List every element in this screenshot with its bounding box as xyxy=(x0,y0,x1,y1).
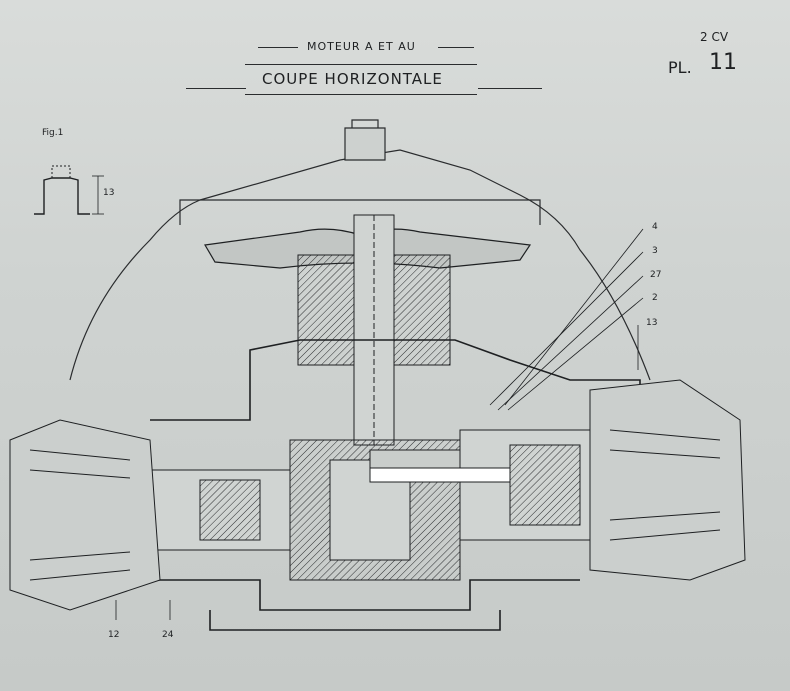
fig1-dimension: 13 xyxy=(103,188,115,198)
callout-12: 12 xyxy=(108,630,120,640)
callout-24: 24 xyxy=(162,630,174,640)
title-rule-left xyxy=(186,88,246,89)
callout-leaders xyxy=(115,228,644,620)
callout-4: 4 xyxy=(652,222,658,232)
dynamo-core xyxy=(297,214,451,446)
right-cylinder xyxy=(459,379,746,581)
subtitle-rule-right xyxy=(438,47,474,48)
crankcase xyxy=(150,339,641,631)
callout-13: 13 xyxy=(646,318,658,328)
title-rule-top xyxy=(245,64,477,65)
title-rule-bottom xyxy=(245,94,477,95)
plate-number: 11 xyxy=(709,50,737,75)
crankshaft-section xyxy=(289,439,471,581)
plate-label: PL. xyxy=(668,58,692,77)
connecting-rod xyxy=(369,467,511,483)
callout-27: 27 xyxy=(650,270,662,280)
fig1-profile xyxy=(34,165,104,215)
drawing-subtitle: MOTEUR A ET AU xyxy=(307,40,416,53)
left-cylinder xyxy=(9,419,291,611)
callout-2: 2 xyxy=(652,293,658,303)
subtitle-rule-left xyxy=(258,47,298,48)
title-rule-right xyxy=(478,88,542,89)
drawing-title: COUPE HORIZONTALE xyxy=(262,70,443,88)
callout-3: 3 xyxy=(652,246,658,256)
figure-label: Fig.1 xyxy=(42,128,64,138)
model-label: 2 CV xyxy=(700,30,729,44)
